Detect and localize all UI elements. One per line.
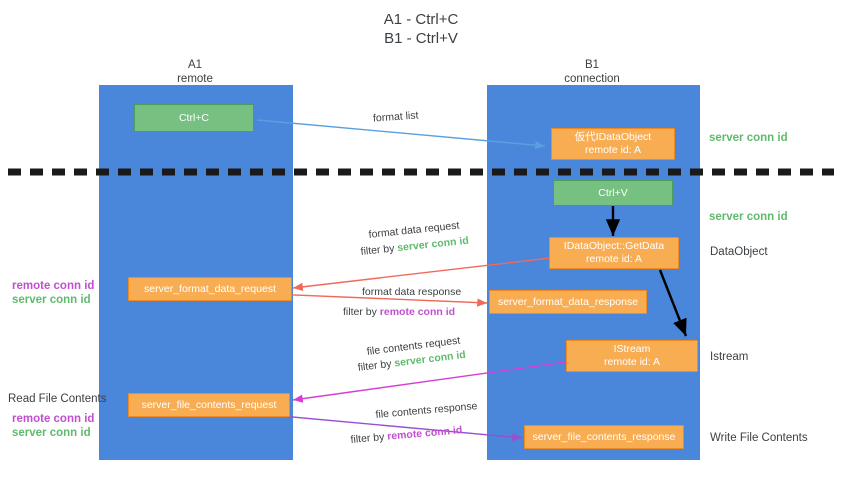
filter-prefix: filter by [360, 242, 398, 258]
node-server-format-data-response[interactable]: server_format_data_response [489, 290, 647, 314]
node-idataobject-line-1: 仮代IDataObject [574, 131, 652, 143]
node-server-format-data-response-label: server_format_data_response [497, 295, 639, 308]
side-label-right-write-file-contents: Write File Contents [710, 432, 808, 444]
filter-prefix: filter by [350, 430, 388, 446]
side-label-left-read-file-contents: Read File Contents [8, 393, 107, 405]
node-istream-line-2: remote id: A [603, 356, 661, 368]
edge-label-file-contents-response: file contents response [375, 400, 478, 421]
side-label-left-server-conn-id-1: server conn id [12, 294, 91, 306]
node-server-file-contents-request[interactable]: server_file_contents_request [128, 393, 290, 417]
filter-prefix: filter by [343, 306, 380, 318]
page-title: A1 - Ctrl+C B1 - Ctrl+V [0, 10, 842, 48]
node-idataobject[interactable]: 仮代IDataObject remote id: A [551, 128, 675, 160]
edge-label-format-data-response-filter: filter by remote conn id [343, 305, 455, 319]
side-label-left-remote-conn-id-2: remote conn id [12, 413, 95, 425]
node-ctrl-c[interactable]: Ctrl+C [134, 104, 254, 132]
node-server-file-contents-request-label: server_file_contents_request [141, 398, 277, 411]
column-header-a1: A1 remote [95, 58, 295, 86]
node-server-file-contents-response-label: server_file_contents_response [532, 430, 676, 443]
node-idataobject-line-2: remote id: A [584, 144, 642, 156]
node-istream-line-1: IStream [613, 343, 651, 355]
side-label-left-server-conn-id-2: server conn id [12, 427, 91, 439]
column-header-b1: B1 connection [492, 58, 692, 86]
filter-prefix: filter by [357, 357, 396, 374]
filter-value-remote-conn-id: remote conn id [379, 306, 456, 318]
column-header-b1-sub: connection [564, 73, 620, 85]
node-server-format-data-request[interactable]: server_format_data_request [128, 277, 292, 301]
node-ctrl-v-label: Ctrl+V [598, 186, 628, 199]
node-server-file-contents-response[interactable]: server_file_contents_response [524, 425, 684, 449]
node-idataobject-getdata-line-2: remote id: A [585, 253, 643, 265]
side-label-left-remote-conn-id-1: remote conn id [12, 280, 95, 292]
node-server-format-data-request-label: server_format_data_request [144, 282, 276, 295]
column-header-b1-name: B1 [584, 59, 600, 71]
side-label-right-dataobject: DataObject [710, 246, 768, 258]
column-header-a1-name: A1 [187, 59, 203, 71]
node-istream[interactable]: IStream remote id: A [566, 340, 698, 372]
side-label-right-istream: Istream [710, 351, 749, 363]
filter-value-remote-conn-id: remote conn id [386, 424, 463, 443]
page-title-line-2: B1 - Ctrl+V [384, 30, 458, 47]
edge-label-format-data-response: format data response [362, 286, 462, 298]
node-idataobject-getdata-line-1: IDataObject::GetData [563, 240, 665, 252]
side-label-right-server-conn-id-1: server conn id [709, 132, 788, 144]
node-idataobject-getdata[interactable]: IDataObject::GetData remote id: A [549, 237, 679, 269]
page-title-line-1: A1 - Ctrl+C [383, 11, 459, 28]
node-ctrl-c-label: Ctrl+C [178, 111, 210, 124]
node-ctrl-v[interactable]: Ctrl+V [553, 180, 673, 206]
column-header-a1-sub: remote [177, 73, 213, 85]
edge-label-file-contents-response-filter: filter by remote conn id [350, 423, 463, 447]
side-label-right-server-conn-id-2: server conn id [709, 211, 788, 223]
edge-label-format-list: format list [372, 109, 419, 125]
